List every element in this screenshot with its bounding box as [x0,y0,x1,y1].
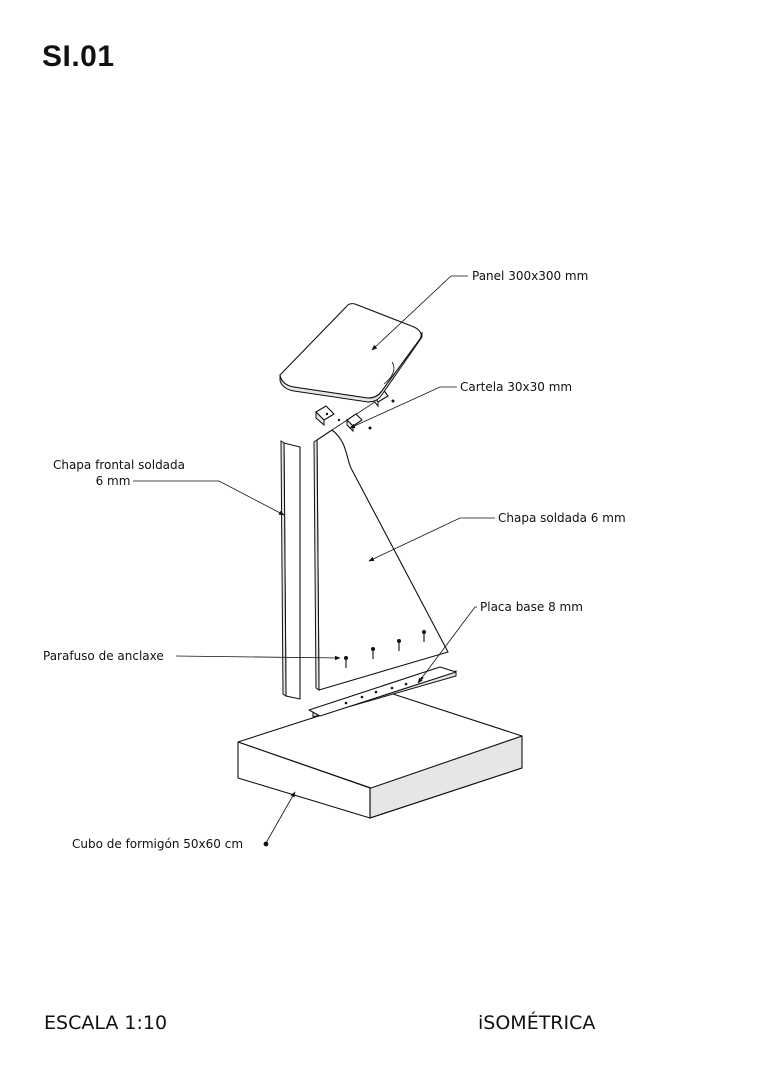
label-panel: Panel 300x300 mm [472,269,588,283]
label-placa-base: Placa base 8 mm [480,600,583,614]
front-welded-plate [280,440,301,700]
concrete-cube [237,692,523,819]
sheet-code: SI.01 [42,40,115,73]
label-chapa-soldada: Chapa soldada 6 mm [498,511,626,525]
scale-label: ESCALA 1:10 [44,1012,168,1034]
label-chapa-frontal-1: Chapa frontal soldada [53,458,185,472]
label-chapa-frontal-2: 6 mm [96,474,131,488]
leader-lines [133,275,495,847]
welded-side-plate [313,395,449,691]
view-label: iSOMÉTRICA [478,1012,596,1034]
sign-panel [279,303,423,403]
label-cubo: Cubo de formigón 50x60 cm [72,837,243,851]
label-cartela: Cartela 30x30 mm [460,380,572,394]
anchor-bolts [344,630,426,668]
label-parafuso: Parafuso de anclaxe [43,649,164,663]
